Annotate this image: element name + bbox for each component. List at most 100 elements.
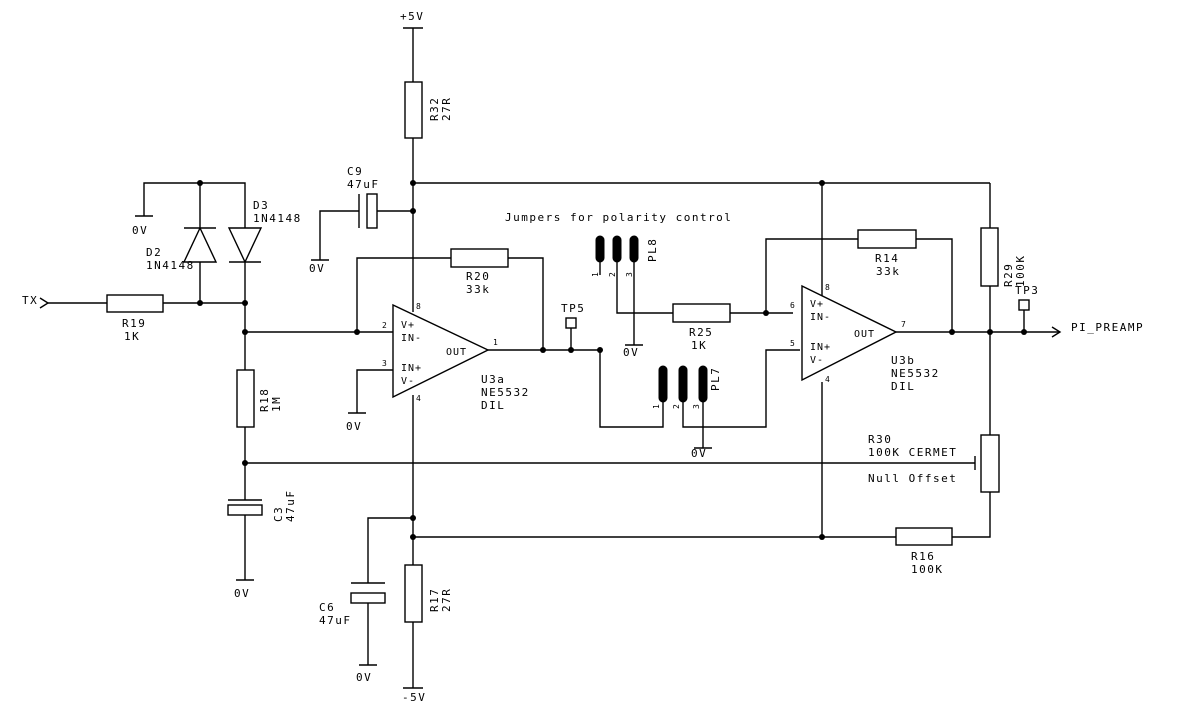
test-point-tp5[interactable]: TP5 [561,302,585,329]
svg-text:R18: R18 [258,388,271,412]
input-label: TX [22,294,38,307]
svg-text:V-: V- [401,376,415,387]
ground-label: 0V [234,587,250,600]
ground-symbol: 0V [356,664,377,684]
ground-symbol: 0V [132,215,153,237]
svg-text:33k: 33k [466,283,490,296]
svg-text:47uF: 47uF [319,614,352,627]
svg-text:R29: R29 [1002,263,1015,287]
svg-text:R19: R19 [122,317,146,330]
svg-text:R25: R25 [689,326,713,339]
svg-text:D3: D3 [253,199,269,212]
ground-symbol: 0V [234,579,254,600]
svg-text:IN-: IN- [401,333,422,344]
pos-rail-label: +5V [400,10,424,23]
svg-text:1N4148: 1N4148 [146,259,195,272]
svg-text:3: 3 [382,359,387,368]
svg-text:1: 1 [652,404,661,409]
svg-text:TP3: TP3 [1015,284,1039,297]
svg-text:2: 2 [382,321,387,330]
svg-text:27R: 27R [440,588,453,612]
ground-label: 0V [623,346,639,359]
svg-text:100K: 100K [911,563,944,576]
resistor-r20: R20 33k [450,248,509,296]
svg-text:C6: C6 [319,601,335,614]
ground-label: 0V [132,224,148,237]
capacitor-c6: C6 47uF [319,582,386,627]
svg-text:4: 4 [416,394,421,403]
resistor-r25: R25 1K [672,303,731,352]
ground-label: 0V [309,262,325,275]
svg-text:5: 5 [790,339,795,348]
svg-text:DIL: DIL [481,399,505,412]
svg-text:PL7: PL7 [709,367,722,391]
svg-text:1M: 1M [270,396,283,412]
svg-text:U3b: U3b [891,354,915,367]
ground-symbol: 0V [346,412,366,433]
svg-text:1: 1 [493,338,498,347]
ground-symbol: 0V [309,259,329,275]
svg-text:Null Offset: Null Offset [868,472,957,485]
ground-symbol: 0V [691,447,712,460]
output-arrow [1051,326,1062,338]
svg-text:R17: R17 [428,588,441,612]
svg-text:47uF: 47uF [347,178,380,191]
ground-label: 0V [356,671,372,684]
jumper-header-pl7[interactable]: 1 2 3 PL7 [652,365,722,409]
ground-symbol: 0V [623,344,643,359]
svg-text:OUT: OUT [854,329,875,340]
output-label: PI_PREAMP [1071,321,1144,334]
svg-text:33k: 33k [876,265,900,278]
polarity-note: Jumpers for polarity control [505,211,732,224]
jumper-header-pl8[interactable]: 1 2 3 PL8 [591,235,659,277]
svg-text:100K: 100K [1014,255,1027,288]
svg-text:R16: R16 [911,550,935,563]
neg-rail-symbol: -5V [402,687,426,704]
junction-dots [197,180,1027,540]
svg-text:NE5532: NE5532 [481,386,530,399]
svg-text:3: 3 [692,404,701,409]
svg-text:3: 3 [625,272,634,277]
svg-text:1K: 1K [691,339,707,352]
svg-text:V-: V- [810,355,824,366]
capacitor-c9: C9 47uF [347,165,380,229]
neg-rail-label: -5V [402,691,426,704]
svg-text:IN-: IN- [810,312,831,323]
svg-text:7: 7 [901,320,906,329]
svg-text:R20: R20 [466,270,490,283]
svg-text:D2: D2 [146,246,162,259]
svg-text:DIL: DIL [891,380,915,393]
svg-text:IN+: IN+ [401,363,422,374]
svg-text:PL8: PL8 [646,238,659,262]
svg-text:6: 6 [790,301,795,310]
svg-text:8: 8 [416,302,421,311]
svg-text:NE5532: NE5532 [891,367,940,380]
diode-d3: D3 1N4148 [227,199,302,264]
svg-text:8: 8 [825,283,830,292]
test-point-tp3[interactable]: TP3 [1015,284,1039,311]
tx-input-arrow [39,297,50,309]
svg-text:100K CERMET: 100K CERMET [868,446,957,459]
svg-text:OUT: OUT [446,347,467,358]
svg-text:V+: V+ [401,320,415,331]
svg-text:U3a: U3a [481,373,505,386]
svg-text:2: 2 [672,404,681,409]
svg-text:V+: V+ [810,299,824,310]
resistor-r32: R32 27R [404,81,453,139]
opamp-u3b: V+ IN- IN+ V- OUT 6 5 7 8 4 U3b NE5532 D… [790,283,940,393]
resistor-r19: R19 1K [106,294,164,343]
svg-text:4: 4 [825,375,830,384]
ground-label: 0V [346,420,362,433]
svg-text:R14: R14 [875,252,899,265]
svg-text:IN+: IN+ [810,342,831,353]
diode-d2: D2 1N4148 [146,226,218,272]
resistor-r17: R17 27R [404,564,453,623]
svg-text:1N4148: 1N4148 [253,212,302,225]
resistor-r16: R16 100K [895,527,953,576]
svg-text:2: 2 [608,272,617,277]
svg-text:R30: R30 [868,433,892,446]
pos-rail-symbol: +5V [400,10,424,29]
svg-text:1: 1 [591,272,600,277]
opamp-u3a: V+ IN- IN+ V- OUT 2 3 1 8 4 U3a NE5532 D… [382,302,530,412]
